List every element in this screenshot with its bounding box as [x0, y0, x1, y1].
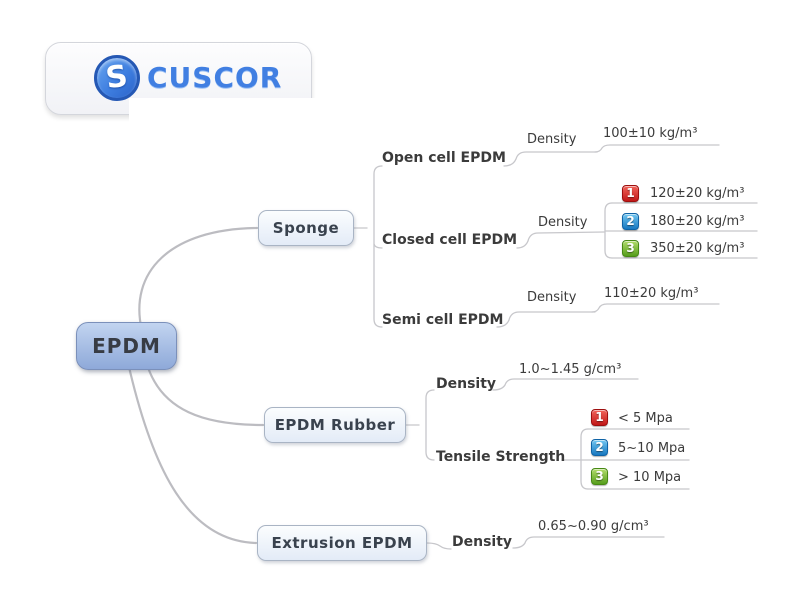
priority-3-marker-icon: 3 — [591, 468, 608, 485]
topic-closed-cell-epdm[interactable]: Closed cell EPDM — [382, 232, 518, 248]
value-semi-cell-density[interactable]: 110±20 kg/m³ — [604, 286, 699, 301]
attr-semi-cell-density[interactable]: Density — [527, 290, 577, 305]
priority-1-marker-icon: 1 — [591, 409, 608, 426]
branch-node-extrusion-epdm[interactable]: Extrusion EPDM — [257, 525, 427, 561]
topic-open-cell-epdm[interactable]: Open cell EPDM — [382, 150, 506, 166]
value-rubber-density[interactable]: 1.0~1.45 g/cm³ — [519, 362, 622, 377]
attr-closed-cell-density[interactable]: Density — [538, 215, 588, 230]
branch-node-epdm-rubber[interactable]: EPDM Rubber — [264, 407, 406, 443]
value-tensile-1[interactable]: < 5 Mpa — [618, 411, 673, 426]
attr-open-cell-density[interactable]: Density — [527, 132, 577, 147]
value-open-cell-density[interactable]: 100±10 kg/m³ — [603, 126, 698, 141]
value-tensile-3[interactable]: > 10 Mpa — [618, 470, 682, 485]
cuscor-globe-icon: S — [94, 55, 140, 101]
value-extrusion-density[interactable]: 0.65~0.90 g/cm³ — [538, 519, 649, 534]
root-node-epdm[interactable]: EPDM — [76, 322, 177, 370]
priority-2-marker-icon: 2 — [591, 439, 608, 456]
value-tensile-2[interactable]: 5~10 Mpa — [618, 441, 686, 456]
topic-rubber-density[interactable]: Density — [436, 376, 497, 392]
priority-3-marker-icon: 3 — [622, 240, 639, 257]
logo-background — [129, 98, 339, 145]
priority-2-marker-icon: 2 — [622, 213, 639, 230]
value-closed-cell-density-2[interactable]: 180±20 kg/m³ — [650, 214, 745, 229]
branch-node-sponge[interactable]: Sponge — [258, 210, 354, 246]
value-closed-cell-density-1[interactable]: 120±20 kg/m³ — [650, 186, 745, 201]
topic-semi-cell-epdm[interactable]: Semi cell EPDM — [382, 312, 504, 328]
logo-brand-text: CUSCOR — [147, 61, 283, 94]
topic-extrusion-density[interactable]: Density — [452, 534, 513, 550]
topic-tensile-strength[interactable]: Tensile Strength — [436, 449, 566, 465]
logo-card — [45, 42, 339, 145]
globe-letter: S — [103, 58, 131, 97]
priority-1-marker-icon: 1 — [622, 185, 639, 202]
value-closed-cell-density-3[interactable]: 350±20 kg/m³ — [650, 241, 745, 256]
